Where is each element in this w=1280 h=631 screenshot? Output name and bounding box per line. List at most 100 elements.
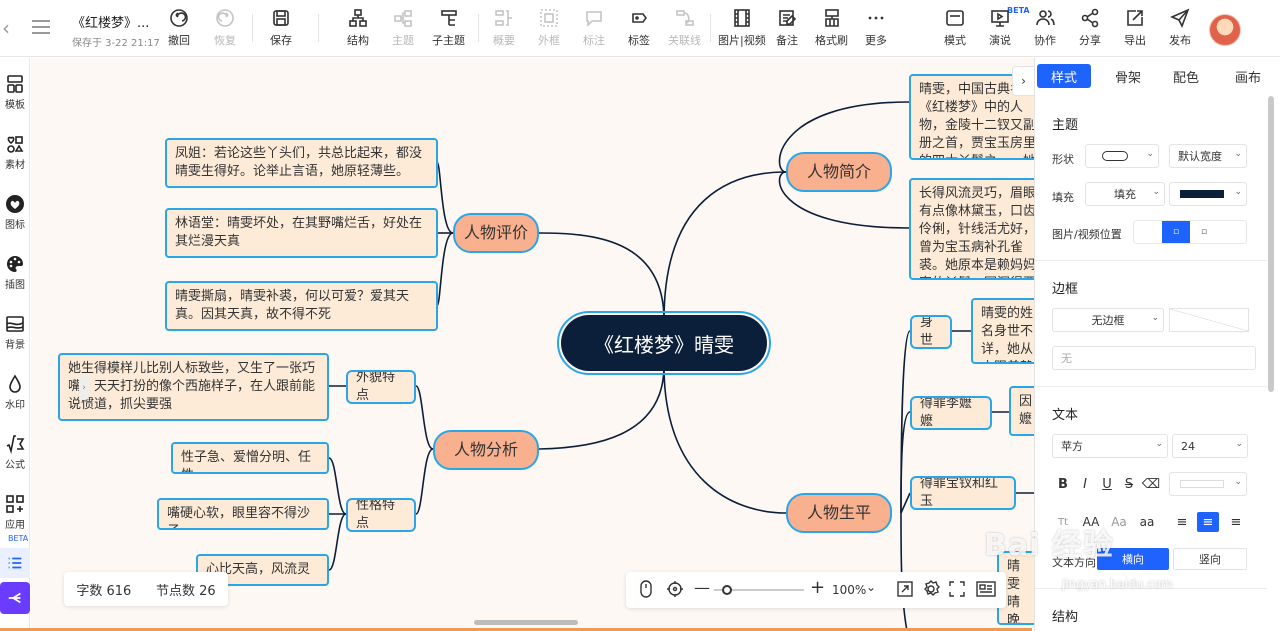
branch-topic-intro[interactable]: 人物简介 [786,152,892,192]
tab-canvas[interactable]: 画布 [1234,70,1261,86]
branch-topic-analysis[interactable]: 人物分析 [433,430,539,470]
publish-button[interactable]: 发布 [1169,8,1191,48]
media-button[interactable]: 图片|视频 [718,8,766,48]
present-button[interactable]: 演说 [989,8,1011,48]
text-direction-horizontal[interactable]: 横向 [1097,548,1169,570]
sidebar-item-icons[interactable]: 图标 [0,194,30,231]
life-offend-li-text[interactable]: 因嬷 [1009,386,1034,436]
branch-topic-life[interactable]: 人物生平 [786,493,892,533]
bold-button[interactable]: B [1058,476,1068,492]
sidebar-item-template[interactable]: 模板 [0,74,30,111]
media-pos-right[interactable] [1218,221,1246,243]
tab-color-scheme[interactable]: 配色 [1172,70,1199,86]
case-lowercase-button[interactable]: aa [1139,515,1155,529]
tab-style[interactable]: 样式 [1037,64,1091,88]
settings-gear-icon[interactable] [922,580,940,598]
align-left-icon[interactable]: ≡ [1176,514,1188,530]
panel-vertical-scrollbar[interactable] [1268,96,1274,392]
minimap-icon[interactable] [976,580,996,598]
italic-button[interactable]: I [1083,476,1087,492]
personality-topic[interactable]: 性格特点 [346,498,416,532]
sidebar-item-formula[interactable]: 公式 [0,434,30,471]
personality-item[interactable]: 性子急、爱憎分明、任性 [171,442,329,474]
zoom-slider-handle[interactable] [722,585,732,595]
export-button[interactable]: 导出 [1124,8,1146,48]
case-titlecase-button[interactable]: Tt [1057,516,1069,528]
sidebar-item-material[interactable]: 素材 [0,134,30,171]
border-color-swatch[interactable] [1169,308,1249,332]
appearance-topic[interactable]: 外貌特点 [346,370,416,404]
review-item[interactable]: 晴雯撕扇，晴雯补裘，何以可爱？爱其天真。因其天真，故不得不死 [165,281,438,331]
sidebar-item-illustration[interactable]: 插图 [0,254,30,291]
locate-icon[interactable] [666,580,684,598]
left-collapse-handle[interactable]: › [79,376,89,400]
font-family-select[interactable]: 苹方 ⌄ [1052,434,1168,458]
life-background-text[interactable]: 晴雯的姓名身世不详，她从小跟着赖嬷嬷在贾府，她孝敬老太太 [971,298,1034,364]
callout-button[interactable]: 标注 [583,8,605,48]
fullscreen-icon[interactable] [948,580,966,598]
clear-format-icon[interactable]: ⌫ [1141,476,1161,492]
life-topic-background[interactable]: 身世 [910,315,952,349]
outline-toggle-button[interactable] [0,548,30,578]
align-right-icon[interactable]: ≡ [1230,514,1242,530]
collab-button[interactable]: 协作 [1034,8,1056,48]
format-brush-button[interactable]: 格式刷 [815,8,848,48]
remark-button[interactable]: 备注 [776,8,798,48]
mindmap-canvas[interactable]: 《红楼梦》晴雯 人物评价 人物分析 人物简介 人物生平 凤姐：若论这些丫头们，共… [31,58,1034,631]
sidebar-item-apps[interactable]: 应用 [0,494,30,531]
chevron-down-icon[interactable]: ⌄ [866,580,877,594]
horizontal-scrollbar[interactable] [474,620,578,625]
fill-type-select[interactable]: 填充 ⌄ [1085,182,1165,206]
mouse-icon[interactable] [638,580,654,598]
intro-item[interactable]: 长得风流灵巧，眉眼有点像林黛玉，口齿伶俐，针线活尤好，曾为宝玉病补孔雀裘。她原本… [909,178,1034,280]
font-size-select[interactable]: 24 ⌄ [1172,434,1248,458]
back-arrow-icon[interactable]: ‹ [2,16,10,40]
border-width-select[interactable]: 无 [1052,346,1256,370]
align-center-icon[interactable]: ≡ [1197,512,1219,532]
life-topic-offend-li[interactable]: 得罪李嬷嬷 [910,396,992,430]
avatar[interactable] [1209,14,1241,46]
undo-button[interactable]: 撤回 [168,8,190,48]
share-link-button[interactable] [0,582,30,614]
root-topic[interactable]: 《红楼梦》晴雯 [557,311,771,375]
review-item[interactable]: 凤姐：若论这些丫头们，共总比起来，都没晴雯生得好。论举止言语，她原轻薄些。 [165,138,438,188]
frame-button[interactable]: 外框 [538,8,560,48]
save-button[interactable]: 保存 [270,8,292,48]
zoom-out-icon[interactable]: — [694,578,710,597]
media-pos-top[interactable]: ▫ [1162,221,1190,243]
subtopic-button[interactable]: 子主题 [432,8,465,48]
zoom-slider[interactable] [714,585,804,595]
appearance-text[interactable]: 她生得模样儿比别人标致些，又生了一张巧嘴，天天打扮的像个西施样子，在人跟前能说惯… [58,353,329,421]
topic-button[interactable]: 主题 [392,8,414,48]
personality-item[interactable]: 嘴硬心软，眼里容不得沙子 [157,498,329,530]
shape-select[interactable]: ⌄ [1085,144,1159,168]
border-style-select[interactable]: 无边框 ⌄ [1052,308,1164,332]
fill-color-select[interactable]: ⌄ [1169,182,1247,206]
structure-button[interactable]: 结构 [347,8,369,48]
width-select[interactable]: 默认宽度 ⌄ [1169,144,1247,168]
review-item[interactable]: 林语堂：晴雯坏处，在其野嘴烂舌，好处在其烂漫天真 [165,208,438,258]
relation-button[interactable]: 关联线 [668,8,701,48]
panel-collapse-button[interactable]: › [1012,66,1034,96]
sidebar-item-watermark[interactable]: 水印 [0,374,30,411]
zoom-in-icon[interactable]: + [810,577,826,598]
text-color-select[interactable]: ⌄ [1169,472,1247,496]
tag-button[interactable]: 标签 [628,8,650,48]
branch-topic-review[interactable]: 人物评价 [453,213,539,253]
menu-icon[interactable] [32,20,50,34]
document-title[interactable]: 《红楼梦》... [72,16,150,31]
fit-screen-icon[interactable] [896,580,914,598]
case-uppercase-button[interactable]: AA [1082,515,1100,529]
redo-button[interactable]: 恢复 [214,8,236,48]
case-capitalize-button[interactable]: Aa [1111,515,1127,529]
sidebar-item-background[interactable]: 背景 [0,314,30,351]
media-pos-bottom[interactable]: ▫ [1200,227,1208,237]
underline-button[interactable]: U [1102,476,1112,492]
tab-skeleton[interactable]: 骨架 [1114,70,1141,86]
share-button[interactable]: 分享 [1079,8,1101,48]
zoom-level[interactable]: 100% [832,583,867,597]
text-direction-vertical[interactable]: 竖向 [1173,548,1247,570]
mode-button[interactable]: 模式 [944,8,966,48]
life-topic-offend-baochai[interactable]: 得罪宝钗和红玉 [910,476,1016,510]
summary-button[interactable]: 概要 [493,8,515,48]
